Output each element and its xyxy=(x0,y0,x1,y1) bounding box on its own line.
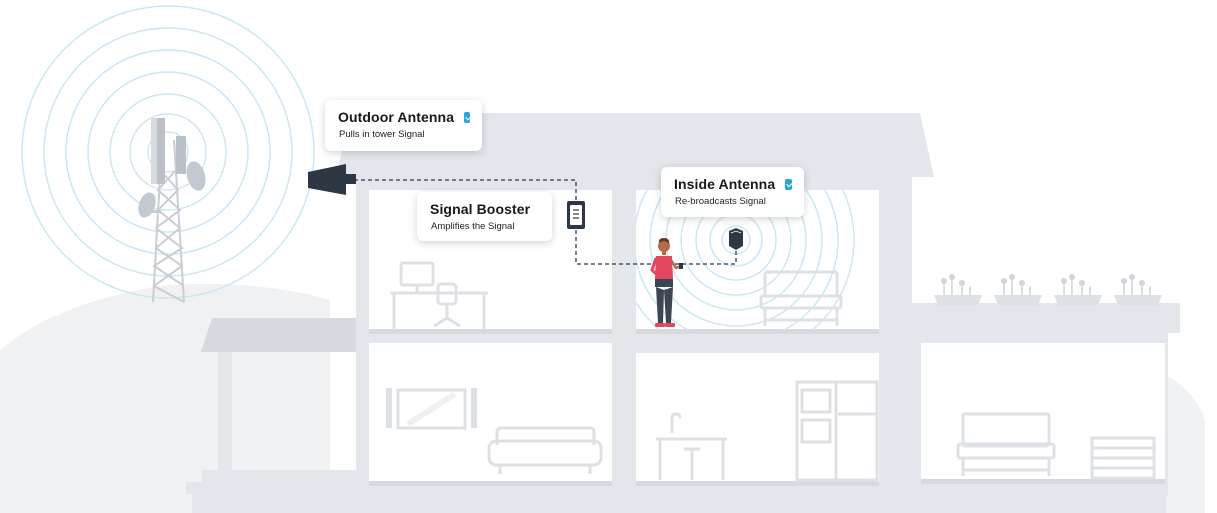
signal-booster-title: Signal Booster xyxy=(430,201,531,217)
house-right-wing xyxy=(912,303,1180,333)
kitchen xyxy=(656,380,879,482)
check-icon[interactable] xyxy=(785,178,792,190)
living-room xyxy=(386,388,603,474)
house-foundation xyxy=(192,494,1166,513)
right-room xyxy=(956,412,1156,480)
house-roof xyxy=(336,113,934,177)
porch-steps xyxy=(202,470,356,482)
cell-tower-icon xyxy=(138,118,206,303)
porch-roof xyxy=(201,318,356,352)
inside-antenna-card[interactable]: Inside Antenna Re-broadcasts Signal xyxy=(661,167,804,217)
outdoor-antenna-subtitle: Pulls in tower Signal xyxy=(339,129,425,140)
check-icon[interactable] xyxy=(464,111,470,123)
outdoor-antenna-card[interactable]: Outdoor Antenna Pulls in tower Signal xyxy=(325,100,482,151)
signal-booster-subtitle: Amplifies the Signal xyxy=(431,221,515,232)
office-desk xyxy=(390,261,488,329)
signal-booster-icon xyxy=(567,201,585,229)
planters xyxy=(934,274,1162,305)
inside-antenna-icon xyxy=(729,228,743,250)
porch-post xyxy=(218,352,232,470)
outdoor-antenna-icon xyxy=(308,164,356,195)
tower-signal-rings xyxy=(21,5,315,299)
signal-booster-card[interactable]: Signal Booster Amplifies the Signal xyxy=(417,192,552,241)
bed xyxy=(759,270,843,326)
person xyxy=(650,238,683,327)
inside-antenna-subtitle: Re-broadcasts Signal xyxy=(675,196,766,207)
outdoor-antenna-title: Outdoor Antenna xyxy=(338,109,455,125)
inside-antenna-title: Inside Antenna xyxy=(674,176,776,192)
